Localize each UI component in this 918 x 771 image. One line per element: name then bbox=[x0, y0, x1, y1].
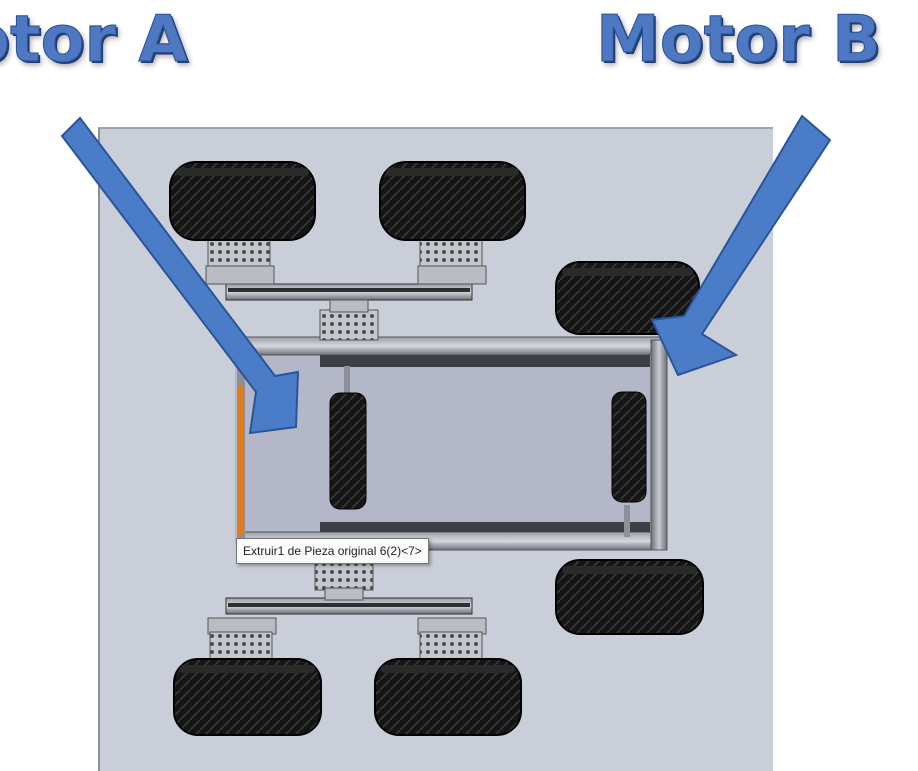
chassis bbox=[235, 336, 668, 551]
orange-edge bbox=[237, 385, 244, 535]
motor-a-arrow bbox=[60, 116, 300, 435]
wheel-bottom-left bbox=[173, 658, 322, 736]
inner-motors bbox=[329, 366, 647, 537]
part-tooltip: Extruir1 de Pieza original 6(2)<7> bbox=[236, 538, 429, 564]
motor-a-label: otor A bbox=[0, 3, 188, 77]
motor-b-label: Motor B bbox=[596, 3, 882, 77]
wheel-top-right bbox=[379, 161, 526, 241]
top-axle-assembly bbox=[205, 238, 487, 341]
motor-b-arrow bbox=[650, 114, 832, 377]
wheel-right-upper bbox=[555, 261, 700, 335]
wheel-right-lower bbox=[555, 559, 704, 635]
wheel-bottom-right bbox=[374, 658, 522, 736]
bottom-axle-assembly bbox=[207, 557, 487, 663]
wheel-top-left bbox=[169, 161, 316, 241]
